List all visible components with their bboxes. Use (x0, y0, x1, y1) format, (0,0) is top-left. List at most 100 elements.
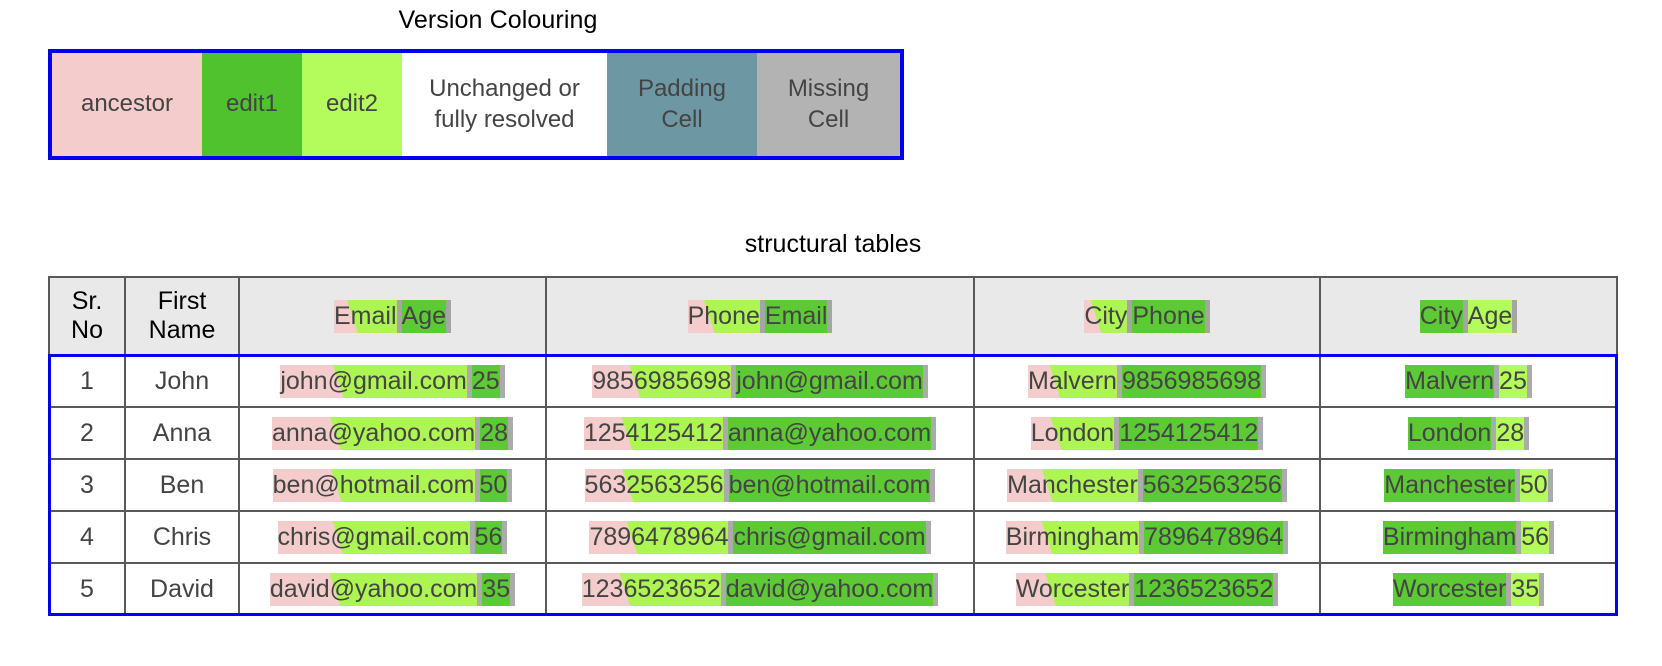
segment-separator (827, 299, 833, 333)
token-right: ben@hotmail.com (728, 468, 931, 502)
token-right: 50 (1519, 468, 1548, 502)
segment-separator (922, 364, 928, 398)
segment-separator (1524, 416, 1530, 450)
segment-separator (723, 468, 729, 502)
token-right: Phone (1132, 299, 1205, 333)
segment-separator (1116, 364, 1122, 398)
segment-separator (508, 416, 514, 450)
segment-separator (477, 572, 483, 606)
token-right: 56 (474, 520, 503, 554)
token-right: Age (401, 299, 446, 333)
cell-sr: 1 (48, 354, 126, 408)
token-left: London (1030, 416, 1115, 450)
token-left: 7896478964 (589, 520, 729, 554)
segment-separator (1283, 520, 1289, 554)
cell-fname: Chris (124, 510, 240, 564)
token-right: 28 (1496, 416, 1525, 450)
token-right: 5632563256 (1142, 468, 1282, 502)
segment-separator (1129, 572, 1135, 606)
token-right: 9856985698 (1121, 364, 1261, 398)
token-left: Manchester (1007, 468, 1138, 502)
segment-separator (1491, 416, 1497, 450)
legend-cell-unchanged-or-fully-resolved: Unchanged or fully resolved (402, 53, 607, 156)
cell-sr: 3 (48, 458, 126, 512)
token-right: 50 (479, 468, 508, 502)
cell-fname: Ben (124, 458, 240, 512)
cell-fname: John (124, 354, 240, 408)
segment-separator (1204, 299, 1210, 333)
segment-separator (1137, 468, 1143, 502)
token-left: ben@hotmail.com (272, 468, 475, 502)
segment-separator (1281, 468, 1287, 502)
segment-separator (1549, 520, 1555, 554)
cell-fname: David (124, 562, 240, 616)
segment-separator (1260, 364, 1266, 398)
token-right: 7896478964 (1144, 520, 1284, 554)
segment-separator (396, 299, 402, 333)
segment-separator (1494, 364, 1500, 398)
token-right: 1254125412 (1119, 416, 1259, 450)
segment-separator (1514, 468, 1520, 502)
token-right: john@gmail.com (736, 364, 923, 398)
token-left: 1254125412 (583, 416, 723, 450)
token-left: Malvern (1405, 364, 1495, 398)
segment-separator (931, 416, 937, 450)
token-left: London (1407, 416, 1492, 450)
legend-cell-ancestor: ancestor (52, 53, 202, 156)
token-left: 1236523652 (581, 572, 721, 606)
token-right: 56 (1521, 520, 1550, 554)
legend-cell-padding-cell: Padding Cell (607, 53, 757, 156)
segment-separator (1516, 520, 1522, 554)
token-left: Phone (687, 299, 761, 333)
segment-separator (1139, 520, 1145, 554)
token-left: 5632563256 (584, 468, 724, 502)
token-right: 25 (1499, 364, 1527, 398)
cell-sr: 2 (48, 406, 126, 460)
segment-separator (720, 572, 726, 606)
token-left: Birmingham (1382, 520, 1517, 554)
cell-fname: Anna (124, 406, 240, 460)
segment-separator (722, 416, 728, 450)
token-left: City (1419, 299, 1463, 333)
segment-separator (759, 299, 765, 333)
